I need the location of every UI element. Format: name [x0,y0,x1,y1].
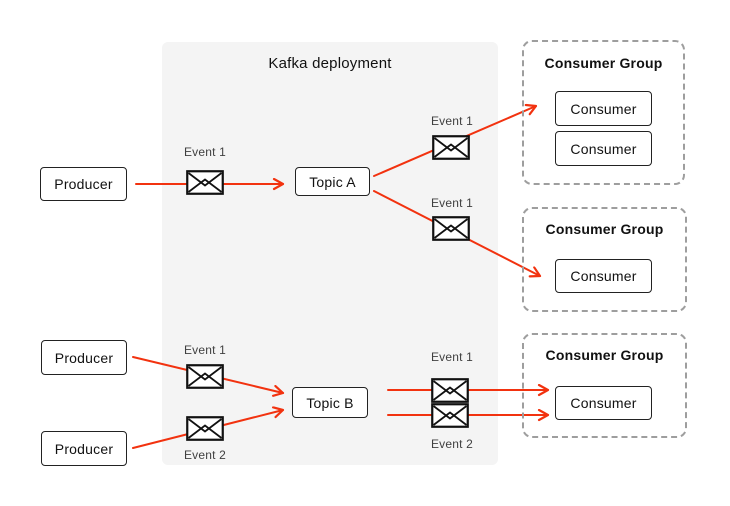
event-label-6: Event 1 [430,350,474,364]
consumer-node-3a: Consumer [555,386,652,420]
envelope-icon-2 [432,135,470,160]
consumer-node-1b: Consumer [555,131,652,166]
event-label-4: Event 1 [183,343,227,357]
envelope-icon-5 [186,416,224,441]
envelope-icon-4 [186,364,224,389]
event-label-5: Event 2 [183,448,227,462]
event-label-3: Event 1 [430,196,474,210]
consumer-node-2a: Consumer [555,259,652,293]
consumer-group-title-1: Consumer Group [544,55,663,71]
producer-node-1: Producer [40,167,127,201]
kafka-deployment-title: Kafka deployment [268,55,392,72]
event-label-7: Event 2 [430,437,474,451]
consumer-group-frame-1 [522,40,685,185]
event-label-2: Event 1 [430,114,474,128]
envelope-icon-6 [431,378,469,403]
topic-a-node: Topic A [295,167,370,196]
producer-node-3: Producer [41,431,127,466]
producer-node-2: Producer [41,340,127,375]
envelope-icon-7 [431,403,469,428]
consumer-group-title-2: Consumer Group [545,221,664,237]
envelope-icon-1 [186,170,224,195]
event-label-1: Event 1 [183,145,227,159]
topic-b-node: Topic B [292,387,368,418]
consumer-group-frame-2 [522,207,687,312]
envelope-icon-3 [432,216,470,241]
consumer-group-title-3: Consumer Group [545,347,664,363]
consumer-group-frame-3 [522,333,687,438]
consumer-node-1a: Consumer [555,91,652,126]
